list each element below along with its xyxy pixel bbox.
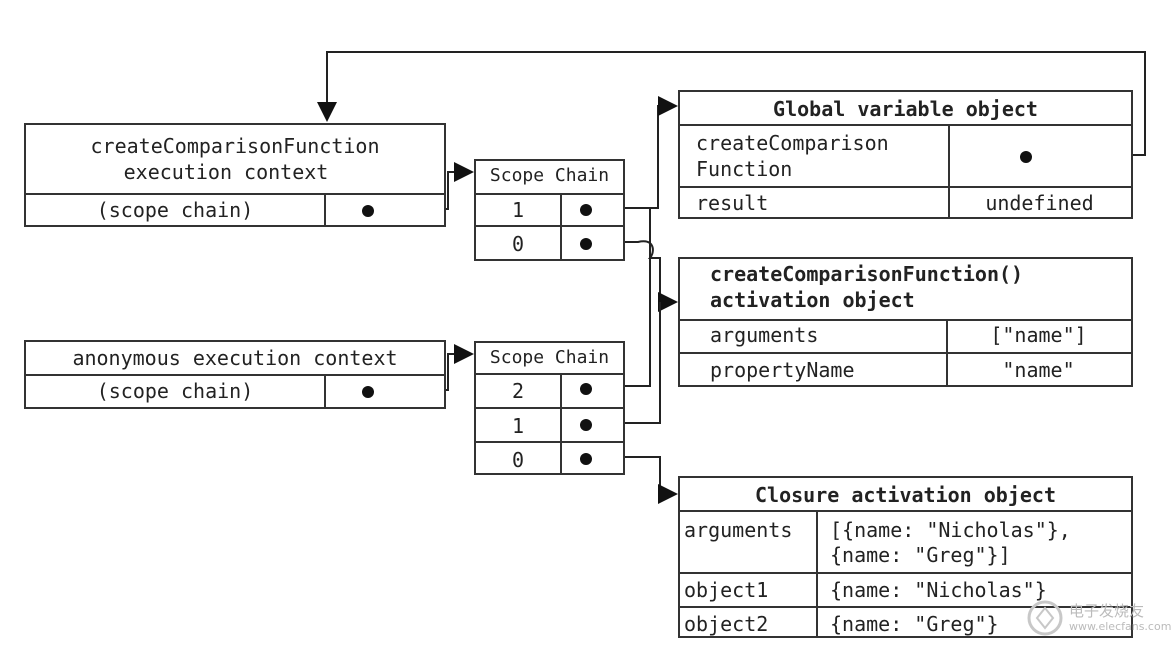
scope-chain-1-row-1-pointer	[580, 204, 592, 216]
create-context-title-line2: execution context	[123, 160, 329, 184]
closure-row-3-name: object2	[684, 612, 769, 636]
scope-chain-2-row-0: 0	[511, 448, 525, 472]
closure-row-1-value-line1: [{name: "Nicholas"},	[830, 518, 1071, 542]
watermark-text-cn: 电子发烧友	[1069, 602, 1145, 620]
watermark-logo-icon	[1027, 600, 1063, 636]
closure-row-2-value: {name: "Nicholas"}	[830, 578, 1047, 602]
global-row-2-value: undefined	[985, 191, 1094, 215]
scope-chain-box-2: Scope Chain 2 1 0	[474, 341, 625, 475]
create-comparison-execution-context: createComparisonFunction execution conte…	[24, 123, 446, 227]
watermark-logo: 电子发烧友 www.elecfans.com	[1025, 596, 1171, 640]
global-create-function-pointer	[1020, 151, 1032, 163]
scope-chain-2-row-2: 2	[511, 379, 525, 403]
global-row-1-name-line2: Function	[696, 157, 793, 181]
anon-context-title: anonymous execution context	[72, 346, 398, 370]
activation-row-1-name: arguments	[710, 323, 819, 347]
scope-chain-1-header: Scope Chain	[489, 165, 610, 186]
closure-row-1-value-line2: {name: "Greg"}]	[830, 543, 1011, 567]
global-row-1-name-line1: createComparison	[696, 131, 889, 155]
closure-object-title: Closure activation object	[754, 483, 1057, 507]
watermark-text-url: www.elecfans.com	[1069, 620, 1172, 633]
create-context-title-line1: createComparisonFunction	[90, 134, 380, 158]
scope-chain-2-row-1-pointer	[580, 419, 592, 431]
closure-row-1-name: arguments	[684, 518, 793, 542]
activation-object-title-line2: activation object	[710, 288, 915, 312]
scope-chain-2-row-1: 1	[511, 414, 525, 438]
activation-row-2-value: "name"	[1002, 358, 1075, 382]
activation-object-title-line1: createComparisonFunction()	[710, 262, 1024, 286]
scope-chain-1-row-1: 1	[511, 198, 525, 222]
closure-activation-object: Closure activation object arguments [{na…	[678, 476, 1133, 638]
scope-chain-box-1: Scope Chain 1 0	[474, 159, 625, 261]
create-comparison-activation-object: createComparisonFunction() activation ob…	[678, 257, 1133, 387]
anon-context-scope-pointer	[362, 386, 374, 398]
scope-chain-1-row-0: 0	[511, 232, 525, 256]
create-context-scope-pointer	[362, 205, 374, 217]
anon-context-scope-label: (scope chain)	[96, 379, 254, 403]
scope-chain-2-row-2-pointer	[580, 383, 592, 395]
scope-chain-1-row-0-pointer	[580, 238, 592, 250]
closure-row-2-name: object1	[684, 578, 769, 602]
create-context-scope-label: (scope chain)	[96, 198, 254, 222]
closure-row-3-value: {name: "Greg"}	[830, 612, 999, 636]
scope-chain-2-row-0-pointer	[580, 453, 592, 465]
scope-chain-2-header: Scope Chain	[489, 347, 610, 368]
anonymous-execution-context: anonymous execution context (scope chain…	[24, 340, 446, 409]
global-object-title: Global variable object	[773, 97, 1038, 121]
global-variable-object: Global variable object createComparison …	[678, 90, 1133, 219]
activation-row-1-value: ["name"]	[990, 323, 1087, 347]
activation-row-2-name: propertyName	[710, 358, 855, 382]
global-row-2-name: result	[696, 191, 769, 215]
arrow-chain1-row0-to-activation	[586, 240, 678, 312]
